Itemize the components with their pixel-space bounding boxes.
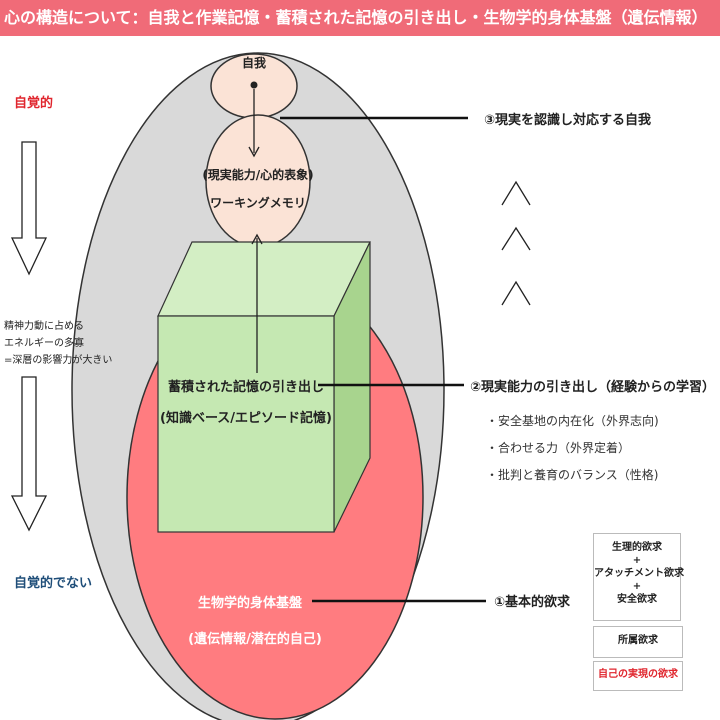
list-item: ・合わせる力（外界定着） (486, 441, 631, 455)
basic-needs-label: ①基本的欲求 (494, 595, 571, 610)
arrow-memory-to-wm-head (251, 233, 263, 245)
working-memory-subtitle: (現実能力/心的表象) (202, 168, 314, 182)
cube-top (157, 241, 371, 317)
biological-label: 生物学的身体基盤 (197, 596, 302, 611)
needs-box-basic: 生理的欲求 + アタッチメント欲求 + 安全欲求 (593, 533, 684, 621)
chevron-up-2 (501, 226, 531, 251)
ego-dot (250, 81, 258, 89)
needs-line: アタッチメント欲求 (594, 568, 684, 579)
biological-subtitle: (遺伝情報/潜在的自己) (188, 632, 322, 647)
accumulated-memory-subtitle: (知識ベース/エピソード記憶) (160, 411, 332, 426)
energy-note-line: エネルギーの多寡 (4, 338, 84, 349)
reality-ability-label: ②現実能力の引き出し（経験からの学習） (470, 380, 716, 395)
cube-front (157, 315, 335, 533)
needs-box-belonging: 所属欲求 (593, 626, 683, 658)
needs-line: + (632, 555, 642, 566)
list-item: ・批判と養育のバランス（性格) (486, 468, 659, 482)
working-memory-label: ワーキングメモリ (210, 196, 306, 210)
energy-note-line: =深層の影響力が大きい (4, 355, 113, 366)
down-arrow-top (10, 141, 48, 276)
reality-ability-list: ・安全基地の内在化（外界志向) ・合わせる力（外界定着） ・批判と養育のバランス… (486, 412, 659, 493)
chevron-up-3 (501, 280, 531, 306)
needs-line: + (632, 581, 642, 592)
reality-ego-label: ③現実を認識し対応する自我 (484, 113, 652, 128)
ego-label: 自我 (241, 56, 266, 70)
energy-note: 精神力動に占める エネルギーの多寡 =深層の影響力が大きい (4, 318, 112, 369)
needs-line: 生理的欲求 (612, 542, 662, 553)
page-title: 心の構造について：自我と作業記憶・蓄積された記憶の引き出し・生物学的身体基盤（遺… (0, 0, 720, 36)
needs-box-self-actualization: 自己の実現の欲求 (593, 661, 683, 691)
chevron-up-1 (501, 180, 531, 206)
accumulated-memory-label: 蓄積された記憶の引き出し (167, 380, 324, 395)
unconscious-label: 自覚的でない (14, 576, 93, 591)
conscious-label: 自覚的 (14, 96, 54, 111)
down-arrow-bottom (10, 376, 48, 532)
arrow-ego-to-wm-head (248, 146, 260, 158)
needs-line: 安全欲求 (617, 594, 657, 605)
list-item: ・安全基地の内在化（外界志向) (486, 414, 659, 428)
energy-note-line: 精神力動に占める (4, 321, 84, 332)
